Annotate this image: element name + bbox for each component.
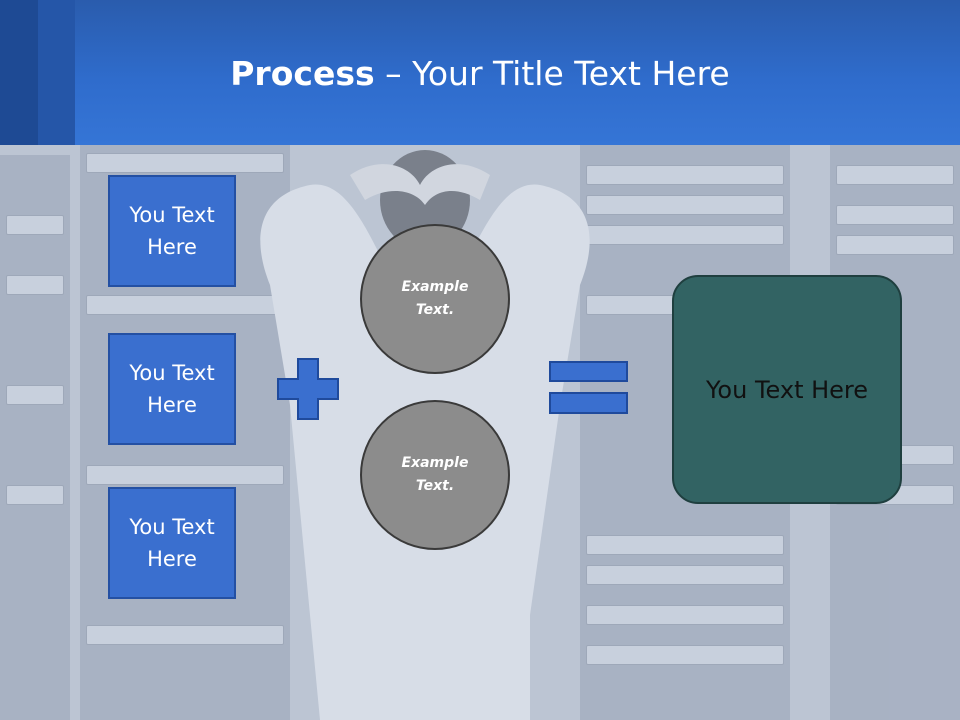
- rack-unit: [6, 215, 64, 235]
- plus-icon: [277, 358, 339, 420]
- text-box-2[interactable]: You Text Here: [108, 333, 236, 445]
- text-box-label: You Text Here: [129, 515, 215, 571]
- rack-unit: [6, 485, 64, 505]
- result-box[interactable]: You Text Here: [672, 275, 902, 504]
- rack-unit: [6, 275, 64, 295]
- rack-unit: [586, 195, 784, 215]
- rack-unit: [836, 205, 954, 225]
- circle-label: Example Text.: [401, 455, 469, 494]
- circle-label: Example Text.: [401, 279, 469, 318]
- header-accent-stripe: [0, 0, 38, 145]
- header-band: Process – Your Title Text Here: [0, 0, 960, 145]
- rack-unit: [586, 535, 784, 555]
- rack-unit: [86, 625, 284, 645]
- example-circle-1[interactable]: Example Text.: [360, 224, 510, 374]
- rack-unit: [586, 565, 784, 585]
- equals-icon: [549, 361, 628, 414]
- title-bold-text: Process: [230, 54, 375, 93]
- rack-unit: [6, 385, 64, 405]
- rack-unit: [86, 153, 284, 173]
- example-circle-2[interactable]: Example Text.: [360, 400, 510, 550]
- title-text: – Your Title Text Here: [374, 54, 730, 93]
- rack-unit: [836, 165, 954, 185]
- rack-unit: [586, 645, 784, 665]
- slide-title[interactable]: Process – Your Title Text Here: [75, 52, 885, 96]
- header-accent-stripe: [38, 0, 75, 145]
- rack-unit: [86, 465, 284, 485]
- result-label: You Text Here: [705, 375, 869, 404]
- server-rack: [0, 155, 70, 720]
- text-box-1[interactable]: You Text Here: [108, 175, 236, 287]
- text-box-3[interactable]: You Text Here: [108, 487, 236, 599]
- rack-unit: [836, 235, 954, 255]
- text-box-label: You Text Here: [129, 361, 215, 417]
- rack-unit: [586, 605, 784, 625]
- rack-unit: [586, 165, 784, 185]
- text-box-label: You Text Here: [129, 203, 215, 259]
